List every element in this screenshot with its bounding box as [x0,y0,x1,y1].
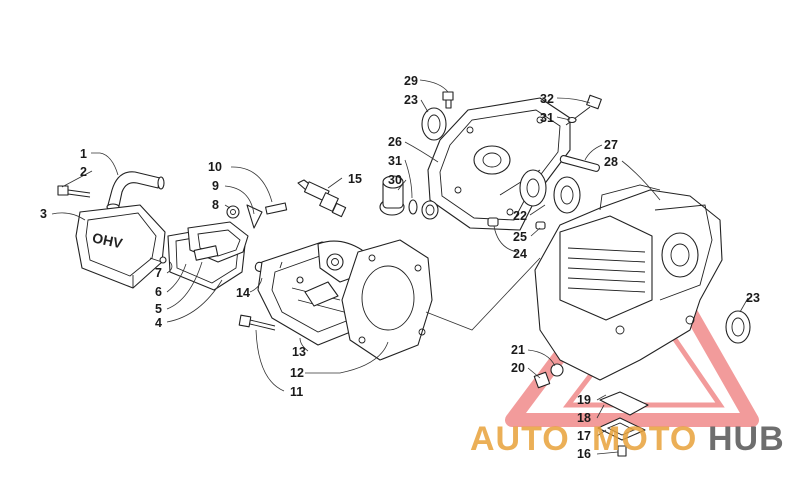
callout-3: 3 [40,207,47,221]
callout-2: 2 [80,165,87,179]
callout-7: 7 [155,266,162,280]
watermark-logo: AUTO MOTO HUB [470,420,785,458]
callout-27: 27 [604,138,618,152]
callout-19: 19 [577,393,591,407]
oil-plug [379,175,405,216]
callout-25: 25 [513,230,527,244]
breather-tube [106,171,165,211]
dipstick [565,94,602,126]
callout-14: 14 [236,286,250,300]
callout-22: 22 [513,209,527,223]
valve-seal-parts [226,202,288,229]
callout-9: 9 [212,179,219,193]
watermark-auto: AUTO [470,420,570,458]
callout-12: 12 [290,366,304,380]
callout-30: 30 [388,173,402,187]
head-bolt [238,314,276,331]
head-gasket [341,239,433,361]
cover-screw [57,185,91,198]
valve-cover-gasket [159,221,249,291]
dowel-pins [487,155,600,230]
main-bearings [519,169,581,214]
cover-bushing [421,200,439,220]
cover-seal [421,107,447,141]
leader-lines [51,79,749,455]
watermark-moto: MOTO [592,420,697,458]
callout-10: 10 [208,160,222,174]
callout-23-top: 23 [404,93,418,107]
callout-8: 8 [212,198,219,212]
callout-23-right: 23 [746,291,760,305]
callout-29: 29 [404,74,418,88]
callout-17: 17 [577,429,591,443]
callout-28: 28 [604,155,618,169]
callout-1: 1 [80,147,87,161]
callout-24: 24 [513,247,527,261]
valve-cover: OHV [75,204,166,289]
watermark-hub: HUB [708,420,785,458]
crankcase [534,184,723,381]
callout-5: 5 [155,302,162,316]
callout-16: 16 [577,447,591,461]
spark-plug [297,179,347,218]
callout-15: 15 [348,172,362,186]
callout-4: 4 [155,316,162,330]
callout-20: 20 [511,361,525,375]
callout-32: 32 [540,92,554,106]
callout-11: 11 [290,385,303,399]
callout-21: 21 [511,343,525,357]
o-ring [408,199,418,215]
cover-bolt [442,91,454,109]
callout-6: 6 [155,285,162,299]
callout-13: 13 [292,345,306,359]
cover-marking: OHV [91,229,125,251]
callout-26: 26 [388,135,402,149]
callout-18: 18 [577,411,591,425]
callout-31-left: 31 [388,154,402,168]
callout-numbers: 1 2 3 4 5 6 7 8 9 10 11 12 13 14 15 16 1… [40,74,760,461]
crank-seal-right [725,310,751,344]
callout-31-right: 31 [540,111,554,125]
lower-cover-parts [597,391,649,457]
